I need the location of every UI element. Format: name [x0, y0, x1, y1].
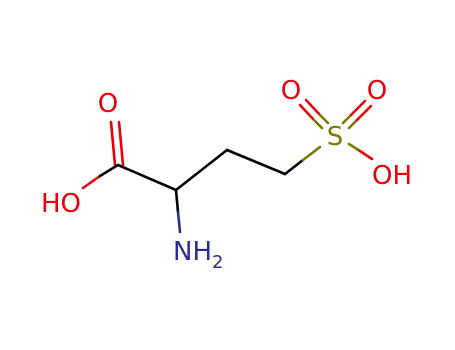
- bond-alpha-beta: [174, 148, 229, 192]
- bond-alpha-n-blue: [176, 210, 182, 234]
- bond-s-o-right-2: [347, 118, 359, 130]
- bond-s-o-right-4: [355, 104, 373, 122]
- bond-s-o-left-4: [318, 113, 330, 125]
- bond-alpha-n-black: [174, 188, 180, 214]
- bond-carbonyl-2: [117, 120, 125, 167]
- atom-carbonyl-oxygen: O: [98, 89, 118, 119]
- atom-amine-subscript: 2: [212, 252, 223, 273]
- bond-carbonyl-1: [109, 120, 117, 167]
- atom-sulfonic-hydroxyl: OH: [372, 161, 412, 191]
- bond-s-o-right-3: [349, 99, 367, 117]
- bond-s-oh-red: [358, 149, 374, 161]
- atom-amine-group: NH2: [173, 237, 223, 273]
- bond-s-o-left-2: [304, 98, 322, 117]
- atom-sulfonyl-oxygen-right: O: [367, 76, 387, 106]
- bonds: [81, 98, 374, 234]
- bond-s-oh-olive: [347, 142, 362, 153]
- bond-s-o-left-3: [312, 118, 324, 130]
- bond-s-o-left-1: [298, 103, 316, 122]
- atom-amine-n: N: [173, 237, 192, 267]
- bond-s-o-right-1: [341, 113, 353, 125]
- atom-carboxyl-hydroxyl: HO: [41, 189, 81, 219]
- atom-sulfonyl-oxygen-left: O: [281, 76, 301, 106]
- atom-amine-h: H: [192, 237, 212, 267]
- bond-c-oh-red: [81, 174, 102, 190]
- atom-labels: O HO NH2 S O O OH: [41, 76, 412, 273]
- bond-gamma-s-black: [283, 158, 305, 176]
- bond-c-oh-black: [98, 163, 120, 178]
- bond-carboxyl-alpha: [116, 163, 178, 192]
- bond-gamma-s-olive: [301, 145, 322, 162]
- bond-beta-gamma: [225, 148, 287, 176]
- atom-sulfur: S: [327, 122, 344, 152]
